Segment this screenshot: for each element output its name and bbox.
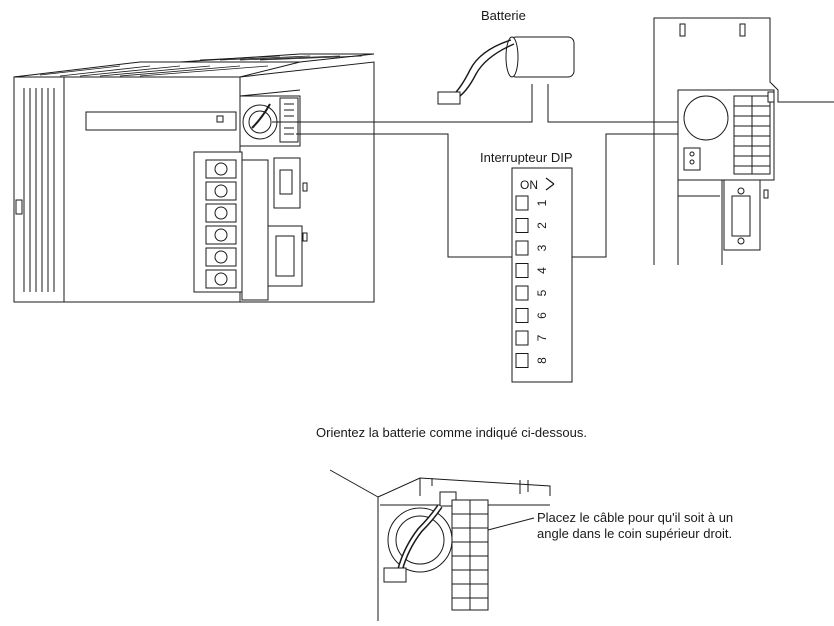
plc-top-vents xyxy=(39,55,363,77)
cable-instruction-line1: Placez le câble pour qu'il soit à un xyxy=(537,510,734,525)
dip-toggle-7 xyxy=(515,330,529,346)
battery-illustration xyxy=(437,36,575,105)
detail-dip-grid xyxy=(451,499,489,611)
dip-number-8: 8 xyxy=(535,357,549,364)
cable-instruction-line2: angle dans le coin supérieur droit. xyxy=(537,526,733,541)
terminal-block xyxy=(193,151,243,293)
dip-number-4: 4 xyxy=(535,267,549,274)
unit-closeup-right xyxy=(653,17,834,265)
dip-number-1: 1 xyxy=(535,199,549,206)
dip-toggle-5 xyxy=(515,285,529,301)
dip-toggle-2 xyxy=(515,218,529,233)
dip-on-label: ON xyxy=(520,178,538,192)
plc-side-vents xyxy=(15,88,55,292)
plc-dip-block xyxy=(279,97,299,143)
dip-switch-illustration: ON 1 2 3 4 5 6 7 8 xyxy=(511,167,573,383)
battery-orientation-detail xyxy=(329,469,551,621)
dip-switch-rows: ON 1 2 3 4 5 6 7 8 xyxy=(515,178,549,368)
dip-number-5: 5 xyxy=(535,289,549,296)
cable-instruction: Placez le câble pour qu'il soit à un ang… xyxy=(537,510,797,542)
leader-lines xyxy=(272,84,720,258)
dip-number-2: 2 xyxy=(535,222,549,229)
dip-toggle-4 xyxy=(515,263,529,278)
dip-toggle-6 xyxy=(515,308,529,323)
closeup-dip-grid xyxy=(733,95,771,175)
dip-number-3: 3 xyxy=(535,244,549,251)
plc-unit xyxy=(13,53,375,303)
dip-toggle-3 xyxy=(515,240,529,256)
battery-label: Batterie xyxy=(481,8,526,23)
dip-toggle-1 xyxy=(515,195,529,211)
orientation-instruction: Orientez la batterie comme indiqué ci-de… xyxy=(316,425,587,440)
dip-number-6: 6 xyxy=(535,312,549,319)
dip-toggle-8 xyxy=(515,353,529,368)
dip-number-7: 7 xyxy=(535,334,549,341)
dip-switch-label: Interrupteur DIP xyxy=(480,150,573,165)
